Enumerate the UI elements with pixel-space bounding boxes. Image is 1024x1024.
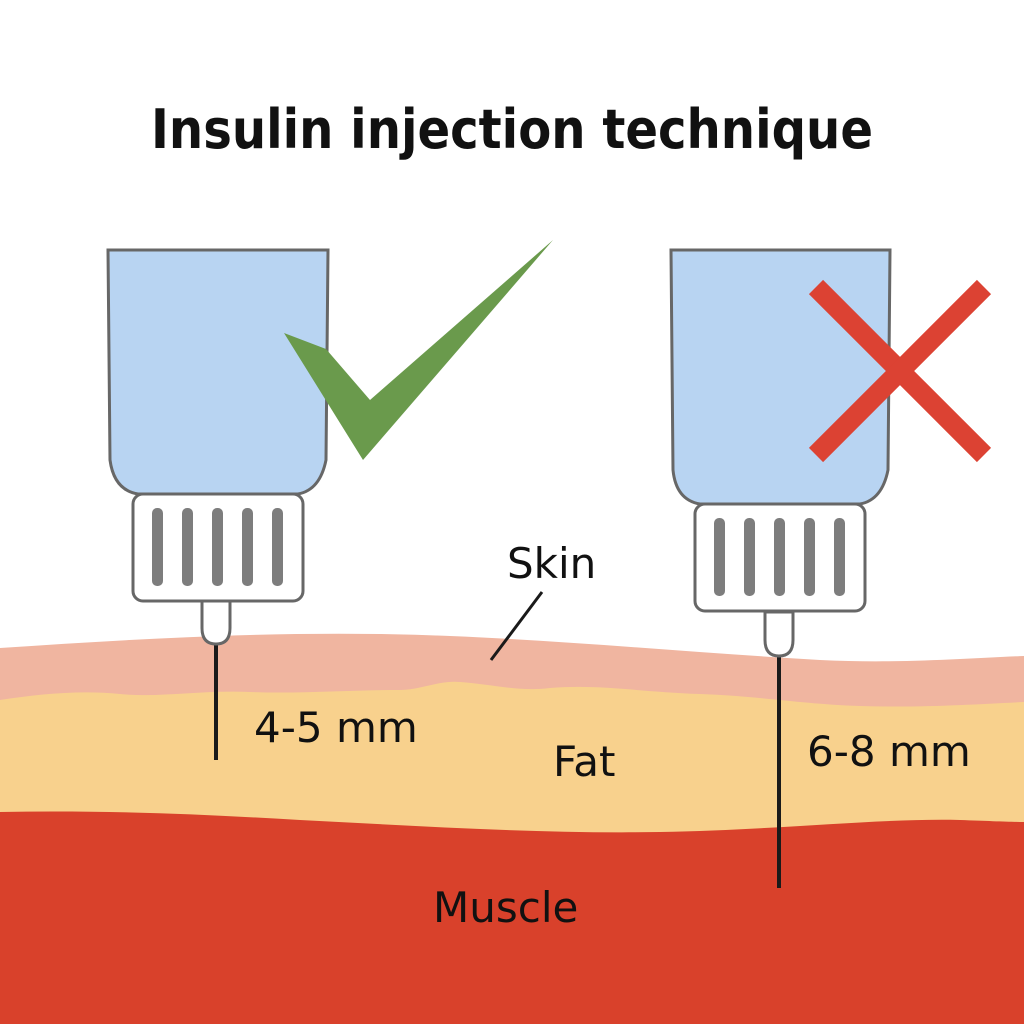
check-mark-icon xyxy=(284,240,553,460)
correct-needle-length: 4-5 mm xyxy=(254,703,418,752)
skin-label: Skin xyxy=(507,539,596,588)
diagram-title: Insulin injection technique xyxy=(151,98,873,161)
grip-ridge xyxy=(242,508,253,586)
cross-mark-icon xyxy=(808,279,992,463)
grip-ridge xyxy=(804,518,815,596)
needle-hub xyxy=(763,610,795,658)
grip-ridge xyxy=(714,518,725,596)
grip-ridge xyxy=(744,518,755,596)
pen-body xyxy=(669,248,892,506)
pen-body xyxy=(106,248,330,496)
correct-pen xyxy=(106,248,330,760)
skin-pointer-line xyxy=(489,591,544,661)
grip-ridge xyxy=(834,518,845,596)
incorrect-needle-length: 6-8 mm xyxy=(807,727,971,776)
muscle-layer xyxy=(0,811,1024,1024)
fat-label: Fat xyxy=(553,737,616,786)
grip-ridge xyxy=(272,508,283,586)
grip-ridge xyxy=(182,508,193,586)
grip-ridge xyxy=(212,508,223,586)
muscle-label: Muscle xyxy=(433,883,578,932)
needle-hub xyxy=(200,598,232,646)
grip-ridge xyxy=(774,518,785,596)
grip-ridge xyxy=(152,508,163,586)
